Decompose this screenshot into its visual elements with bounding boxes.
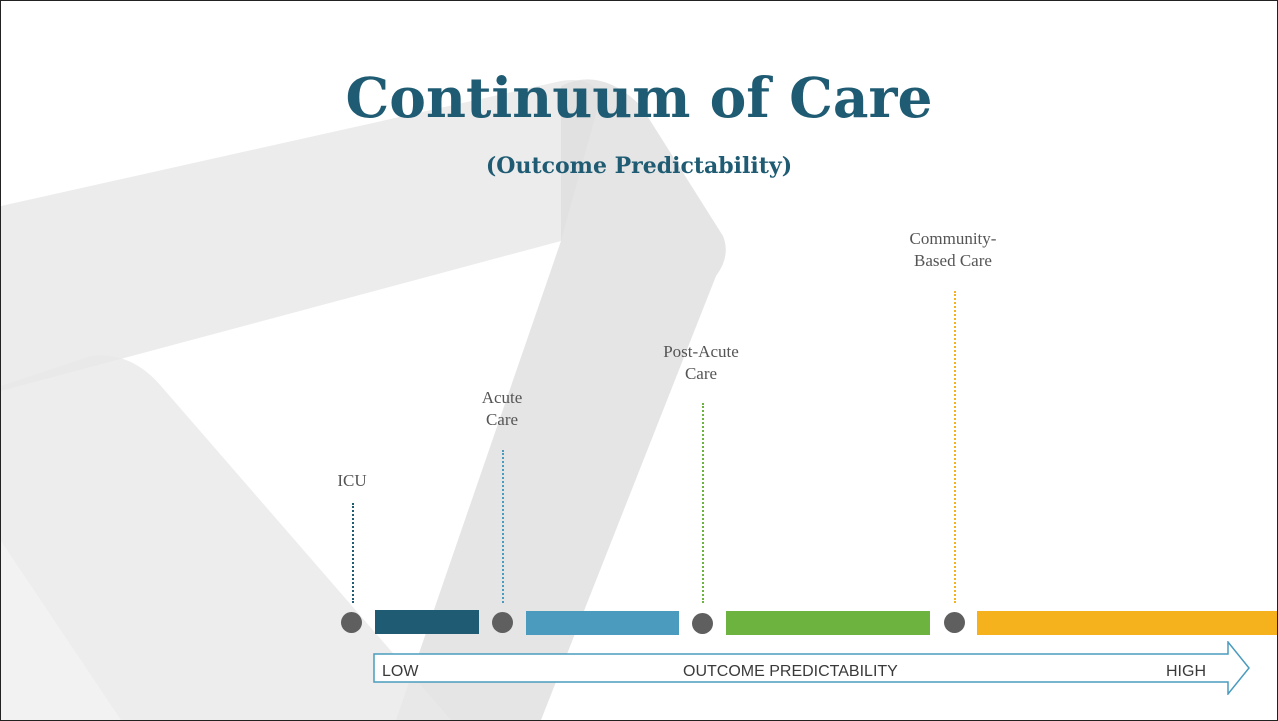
stage-label-acute-care: Acute Care <box>422 387 582 431</box>
stage-marker-line-acute-care <box>502 450 504 603</box>
stage-label-post-acute-care: Post-Acute Care <box>621 341 781 385</box>
slide-subtitle: (Outcome Predictability) <box>485 153 793 179</box>
stage-label-line: Community- <box>909 229 997 248</box>
stage-label-community-based-care: Community- Based Care <box>873 228 1033 272</box>
stage-dot-community-based-care <box>944 612 965 633</box>
slide-title: Continuum of Care <box>345 65 933 130</box>
stage-marker-line-icu <box>352 503 354 603</box>
stage-label-line: Care <box>485 410 519 429</box>
stage-bar-post-acute-care <box>726 611 930 635</box>
stage-dot-acute-care <box>492 612 513 633</box>
stage-label-line: Acute <box>481 388 523 407</box>
stage-dot-icu <box>341 612 362 633</box>
stage-bar-community-based-care <box>977 611 1277 635</box>
stage-dot-post-acute-care <box>692 613 713 634</box>
stage-label-line: Care <box>684 364 718 383</box>
outcome-predictability-arrow <box>373 641 1250 695</box>
axis-center-label: OUTCOME PREDICTABILITY <box>683 663 898 680</box>
stage-label-line: ICU <box>337 471 367 490</box>
axis-high-label: HIGH <box>1166 663 1206 680</box>
stage-label-line: Based Care <box>914 251 992 270</box>
stage-label-icu: ICU <box>272 470 432 492</box>
stage-marker-line-post-acute-care <box>702 403 704 603</box>
stage-bar-acute-care <box>526 611 679 635</box>
stage-marker-line-community-based-care <box>954 291 956 603</box>
stage-label-line: Post-Acute <box>663 342 739 361</box>
stage-bar-icu <box>375 610 479 634</box>
axis-low-label: LOW <box>382 663 419 680</box>
